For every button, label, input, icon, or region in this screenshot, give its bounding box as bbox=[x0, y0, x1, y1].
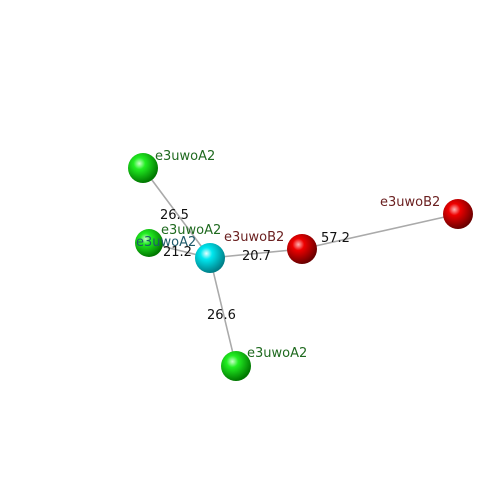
edge-label: 26.5 bbox=[160, 208, 189, 223]
edge-line bbox=[142, 167, 211, 259]
edge-label: 20.7 bbox=[242, 249, 271, 264]
edge-label: 26.6 bbox=[207, 308, 236, 323]
node-label: e3uwoA2 bbox=[136, 235, 196, 250]
node-green-sphere[interactable] bbox=[135, 229, 163, 257]
nodes bbox=[128, 153, 473, 381]
node-label: e3uwoB2 bbox=[380, 195, 440, 210]
edge-line bbox=[209, 257, 237, 367]
node-red-sphere[interactable] bbox=[287, 234, 317, 264]
node-red-sphere[interactable] bbox=[443, 199, 473, 229]
node-label: e3uwoA2 bbox=[161, 223, 221, 238]
node-cyan-sphere[interactable] bbox=[195, 243, 225, 273]
edge-line bbox=[209, 248, 303, 259]
node-green-sphere[interactable] bbox=[221, 351, 251, 381]
edge-label: 21.2 bbox=[163, 245, 192, 260]
node-label: e3uwoA2 bbox=[155, 149, 215, 164]
edge-line bbox=[301, 213, 459, 250]
node-label: e3uwoB2 bbox=[224, 230, 284, 245]
node-labels: e3uwoA2 e3uwoA2 e3uwoA2 e3uwoA2 e3uwoB2 … bbox=[136, 149, 440, 361]
node-label: e3uwoA2 bbox=[247, 346, 307, 361]
node-green-sphere[interactable] bbox=[128, 153, 158, 183]
edge-labels: 26.5 21.2 20.7 57.2 26.6 bbox=[160, 208, 350, 323]
edge-label: 57.2 bbox=[321, 231, 350, 246]
